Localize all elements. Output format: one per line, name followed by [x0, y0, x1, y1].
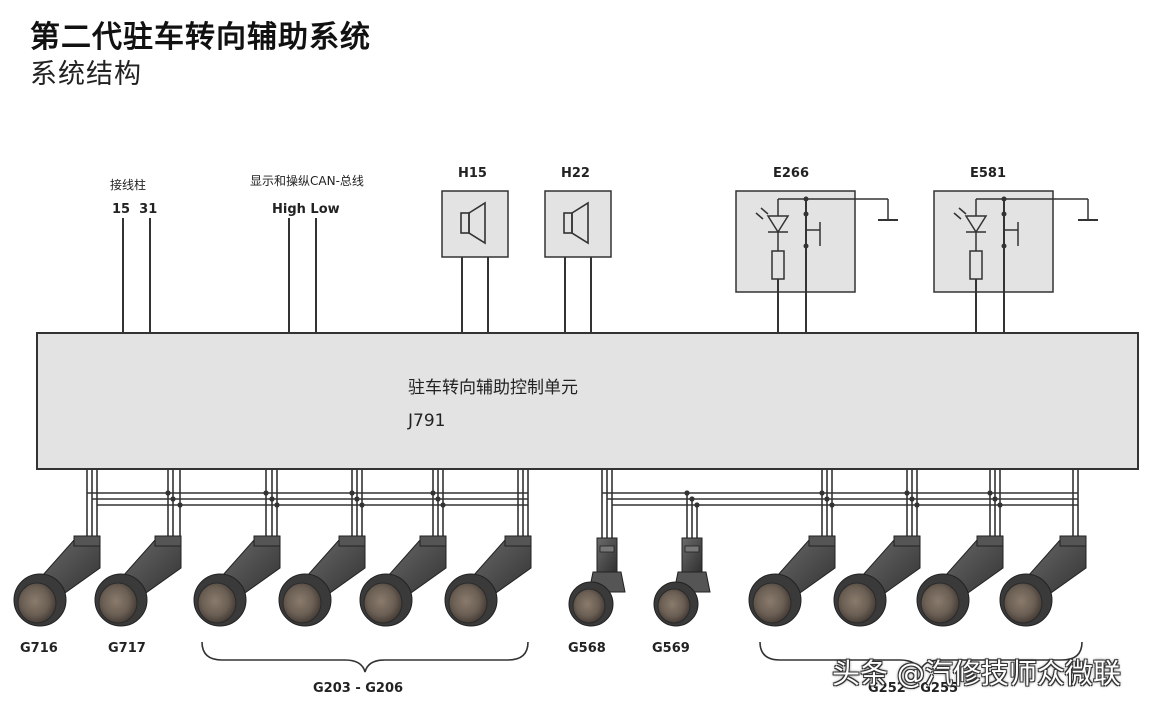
can-high-low-label: High Low [272, 202, 340, 217]
sensor-bus-left [86, 469, 529, 540]
sensor-g716 [13, 535, 101, 627]
h22-label: H22 [561, 166, 590, 181]
sensor-label-g569: G569 [652, 641, 690, 656]
sensor-label-g252-g255: G252 - G255 [868, 681, 958, 696]
sensor-g717 [94, 535, 182, 627]
sensor-g205 [359, 535, 447, 627]
sensor-g253 [833, 535, 921, 627]
h15-label: H15 [458, 166, 487, 181]
terminal-numbers: 15 31 [112, 202, 157, 217]
control-unit-name: 驻车转向辅助控制单元 [408, 378, 578, 398]
watermark: 头条 @汽修技师众微联 [832, 657, 1121, 690]
terminal-wires [122, 218, 317, 333]
sensor-bus-right [601, 469, 1079, 540]
sensor-label-g568: G568 [568, 641, 606, 656]
e266-label: E266 [773, 166, 809, 181]
speaker-icon [460, 201, 486, 245]
sensor-g569 [653, 537, 711, 627]
sensor-g568 [568, 537, 626, 627]
terminal-label: 接线柱 [110, 177, 146, 192]
speaker-icon [563, 201, 589, 245]
page-title: 第二代驻车转向辅助系统 [30, 20, 371, 55]
sensor-g203 [193, 535, 281, 627]
page-subtitle: 系统结构 [30, 59, 142, 90]
can-bus-label: 显示和操纵CAN-总线 [250, 173, 364, 188]
e266-switch [735, 190, 898, 333]
sensor-g254 [916, 535, 1004, 627]
brace-g252-g255 [759, 641, 1083, 673]
sensor-label-g203-g206: G203 - G206 [313, 681, 403, 696]
sensor-g255 [999, 535, 1087, 627]
e581-label: E581 [970, 166, 1006, 181]
control-unit-code: J791 [407, 411, 445, 431]
sensor-g252 [748, 535, 836, 627]
brace-g203-g206 [201, 641, 529, 673]
h15-buzzer [441, 190, 509, 333]
ultrasonic-sensors [13, 535, 1087, 627]
sensor-label-g717: G717 [108, 641, 146, 656]
sensor-label-g716: G716 [20, 641, 58, 656]
control-unit-box [36, 332, 1139, 470]
sensor-g206 [444, 535, 532, 627]
h22-buzzer [544, 190, 612, 333]
e581-switch [933, 190, 1098, 333]
sensor-g204 [278, 535, 366, 627]
